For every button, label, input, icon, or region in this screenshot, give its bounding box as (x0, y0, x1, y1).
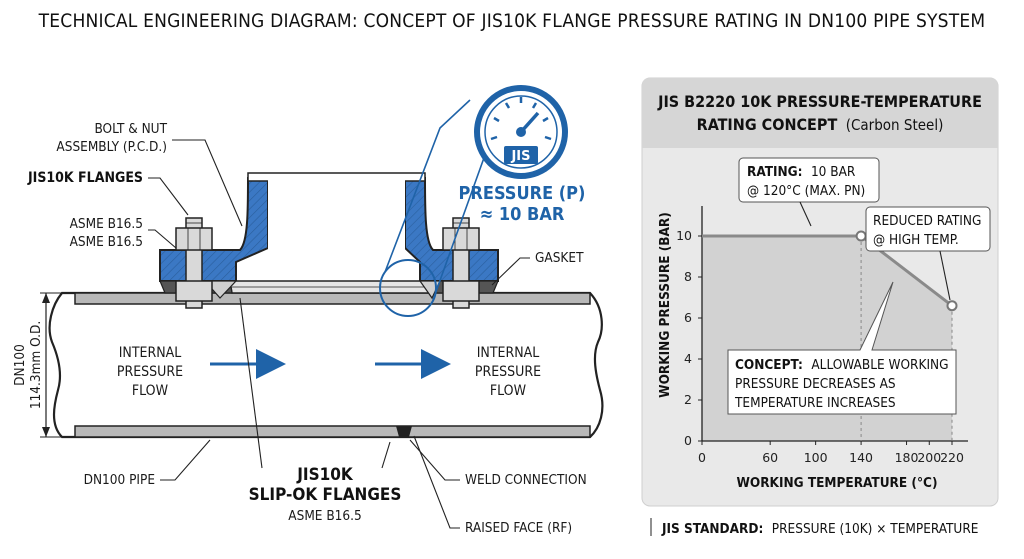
flow-left-2: PRESSURE (117, 364, 183, 380)
weld-bead (396, 426, 412, 437)
jis10k-flanges-label: JIS10K FLANGES (27, 170, 143, 186)
pressure-label-1: PRESSURE (P) (459, 183, 586, 204)
asme-label-2: ASME B16.5 (70, 234, 143, 250)
callout-concept (727, 281, 957, 415)
concept-bold: CONCEPT: (735, 357, 803, 373)
asme-label-1: ASME B16.5 (70, 216, 143, 232)
dimension-dn100 (40, 292, 70, 438)
concept-2: PRESSURE DECREASES AS (735, 376, 896, 392)
y-tick-label: 0 (684, 433, 692, 448)
detail-circle (379, 259, 437, 317)
callout-rating-line-1: RATING: 10 BAR (747, 163, 856, 180)
series-marker (946, 300, 958, 312)
x-tick-label: 60 (762, 450, 778, 465)
y-tick-label: 8 (684, 269, 692, 284)
x-tick-label: 200 (917, 450, 941, 465)
y-tick-label: 2 (684, 392, 692, 407)
panel-title-2-suffix: (Carbon Steel) (846, 116, 944, 134)
y-tick-label: 10 (676, 228, 692, 243)
gasket-label: GASKET (535, 250, 584, 266)
detail-leader-2 (432, 154, 486, 301)
callout-reduced (865, 206, 991, 301)
y-axis-title: WORKING PRESSURE (BAR) (657, 212, 673, 398)
pressure-gauge-icon: JIS (474, 85, 568, 179)
x-tick-label: 220 (940, 450, 964, 465)
pressure-label-2: ≈ 10 BAR (480, 204, 565, 225)
panel-footer: JIS STANDARD: PRESSURE (10K) × TEMPERATU… (661, 520, 978, 537)
slip-label-3: ASME B16.5 (288, 508, 361, 524)
callout-rating (738, 157, 880, 227)
callout-rating-2: @ 120°C (MAX. PN) (747, 183, 865, 199)
flow-right-3: FLOW (490, 383, 527, 399)
footer-bold: JIS STANDARD: (661, 521, 763, 537)
panel-title-1: JIS B2220 10K PRESSURE-TEMPERATURE (657, 92, 982, 111)
bolt-right (442, 217, 480, 309)
dn100-pipe-label: DN100 PIPE (84, 472, 155, 488)
bolt-nut-label-1: BOLT & NUT (94, 121, 167, 137)
callout-reduced-2: @ HIGH TEMP. (873, 232, 959, 248)
weld-label: WELD CONNECTION (465, 472, 587, 488)
callout-rating-bold: RATING: (747, 164, 803, 180)
series-marker (855, 230, 867, 242)
x-axis-title: WORKING TEMPERATURE (°C) (736, 475, 937, 491)
bolt-nut-label-2: ASSEMBLY (P.C.D.) (56, 139, 167, 155)
flow-left-1: INTERNAL (119, 345, 182, 361)
footer-rest: PRESSURE (10K) × TEMPERATURE (772, 521, 979, 537)
gauge-text: JIS (510, 149, 530, 164)
flow-right-2: PRESSURE (475, 364, 541, 380)
concept-line-1: CONCEPT: ALLOWABLE WORKING (735, 356, 949, 373)
x-tick-label: 100 (804, 450, 828, 465)
slip-label-2: SLIP-OK FLANGES (249, 485, 402, 505)
page-title: TECHNICAL ENGINEERING DIAGRAM: CONCEPT O… (38, 10, 986, 32)
callout-reduced-1: REDUCED RATING (873, 213, 981, 229)
bolt-left (175, 217, 213, 309)
y-ticks: 0 2 4 6 8 10 (676, 228, 702, 448)
slip-label-1: JIS10K (296, 465, 354, 485)
concept-3: TEMPERATURE INCREASES (734, 395, 896, 411)
concept-1: ALLOWABLE WORKING (811, 357, 948, 373)
panel-title-2: RATING CONCEPT (697, 115, 838, 134)
od-label: 114.3mm O.D. (28, 321, 44, 409)
y-tick-label: 6 (684, 310, 692, 325)
panel-title-2-line: RATING CONCEPT (Carbon Steel) (697, 115, 944, 134)
flow-right-1: INTERNAL (477, 345, 540, 361)
callout-rating-1: 10 BAR (811, 164, 856, 180)
flow-left-3: FLOW (132, 383, 169, 399)
x-tick-label: 180 (895, 450, 919, 465)
raised-face-label: RAISED FACE (RF) (465, 520, 572, 536)
x-tick-label: 140 (849, 450, 873, 465)
detail-leader-1 (384, 99, 471, 273)
y-tick-label: 4 (684, 351, 692, 366)
x-tick-label: 0 (698, 450, 706, 465)
dn100-label: DN100 (12, 344, 28, 386)
